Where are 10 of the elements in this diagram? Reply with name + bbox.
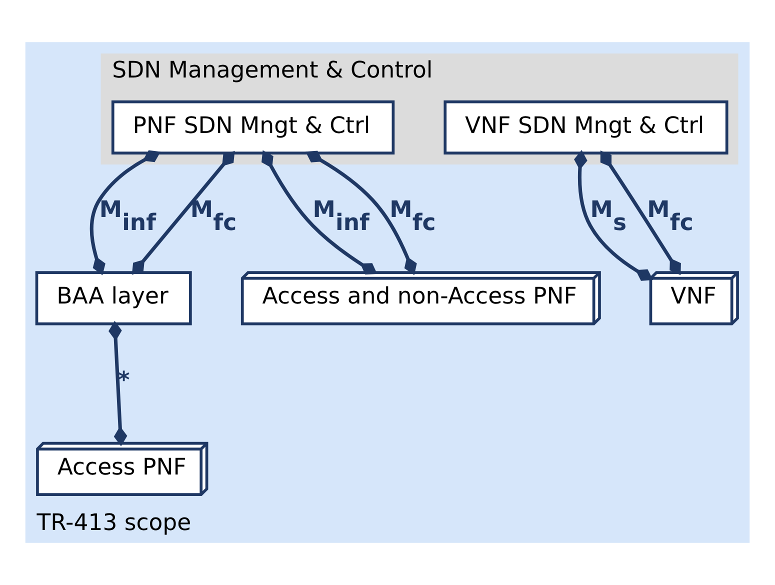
node-box: VNF SDN Mngt & Ctrl (444, 100, 728, 154)
connector (600, 150, 681, 276)
connector (306, 150, 417, 276)
node-box: BAA layer (35, 271, 192, 326)
connector (132, 150, 235, 275)
node-box: PNF SDN Mngt & Ctrl (111, 100, 395, 154)
connector (262, 150, 378, 274)
connector (574, 150, 654, 281)
connector (108, 320, 128, 446)
connector (90, 150, 161, 276)
